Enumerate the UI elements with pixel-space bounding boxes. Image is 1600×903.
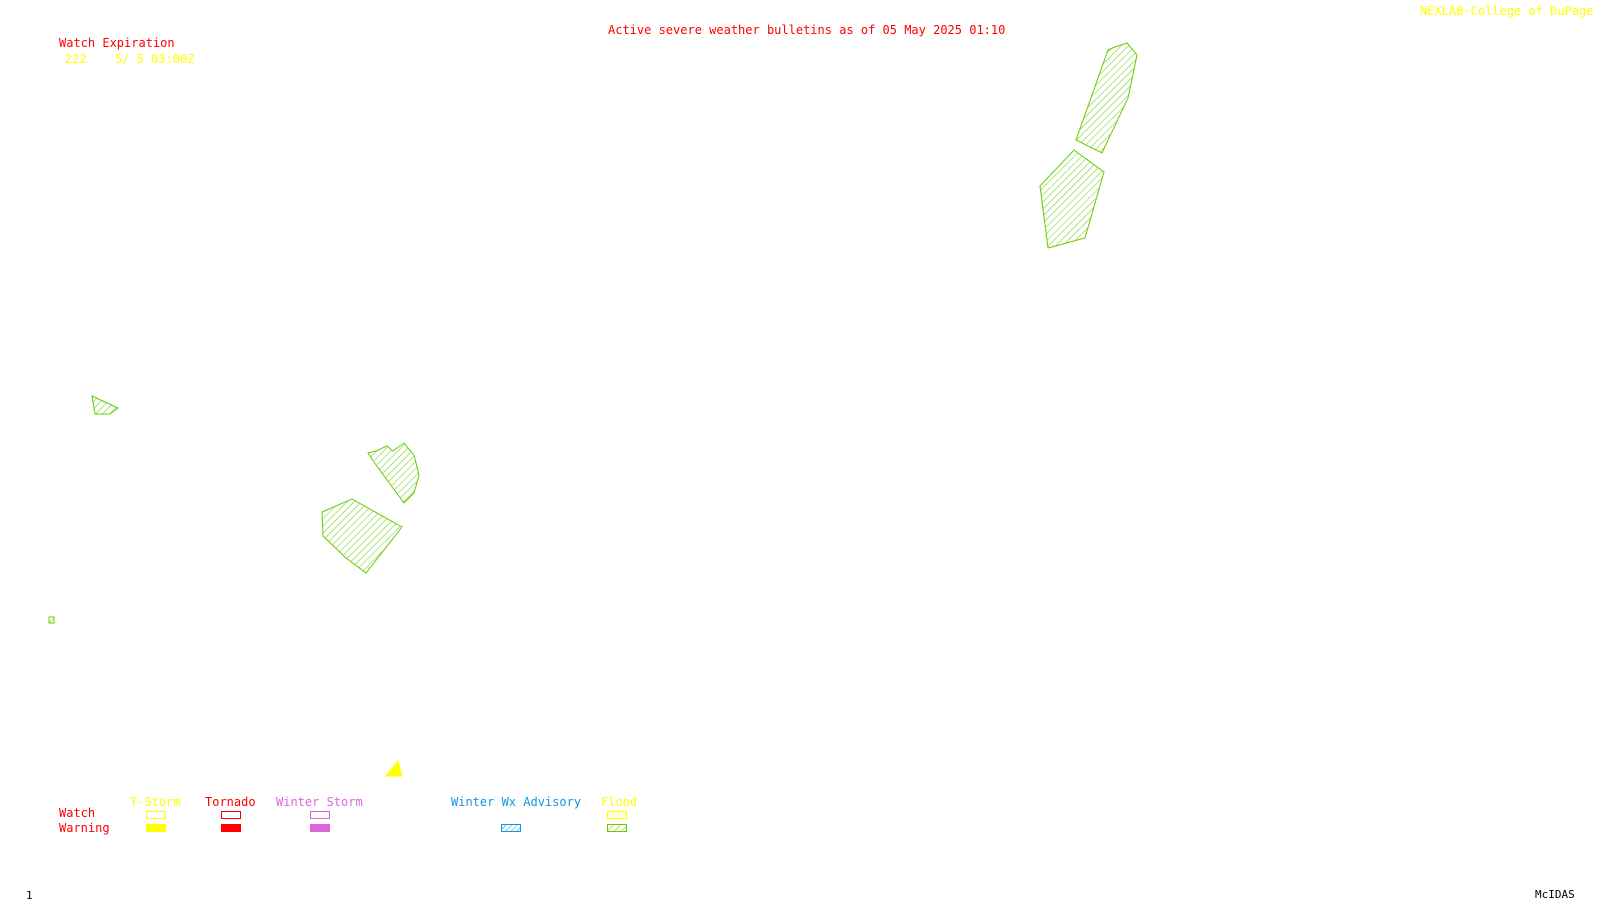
legend-flood-label: Flood (601, 795, 638, 809)
legend-tstorm-label: T-Storm (130, 795, 181, 809)
legend-winter-storm-warning-swatch (310, 824, 330, 832)
flood-warning-polygon (367, 442, 420, 504)
legend-warning-row-label: Warning (59, 821, 110, 835)
legend-winter-storm-watch-swatch (310, 811, 330, 819)
flood-warning-polygon (91, 395, 119, 415)
legend-winter-storm-label: Winter Storm (276, 795, 363, 809)
legend-flood-warning-swatch (607, 824, 627, 832)
legend-flood-watch-swatch (607, 811, 627, 819)
legend-watch-row-label: Watch (59, 806, 96, 820)
legend-tstorm-warning-swatch (146, 824, 166, 832)
software-credit: McIDAS (1535, 888, 1575, 901)
legend-tornado-warning-swatch (221, 824, 241, 832)
legend-tstorm-watch-swatch (146, 811, 166, 819)
watch-expiration-heading: Watch Expiration (59, 36, 175, 50)
bulletin-title: Active severe weather bulletins as of 05… (608, 23, 1006, 37)
legend-winter-wx-advisory-swatch (501, 824, 521, 832)
flood-warning-polygon (1039, 149, 1105, 249)
tstorm-warning-polygon (384, 759, 403, 777)
watch-expiration-time: 5/ 5 03:00Z (115, 52, 195, 66)
source-credit: NEXLAB-College of DuPage R (1420, 4, 1600, 18)
legend-tornado-watch-swatch (221, 811, 241, 819)
frame-number: 1 (26, 889, 33, 902)
legend-tornado-label: Tornado (205, 795, 256, 809)
watch-number: 222 (65, 52, 87, 66)
flood-warning-polygon (321, 498, 403, 574)
flood-warning-polygon (48, 616, 55, 624)
legend-winter-wx-advisory-label: Winter Wx Advisory (451, 795, 582, 809)
flood-warning-polygon (1075, 42, 1138, 154)
